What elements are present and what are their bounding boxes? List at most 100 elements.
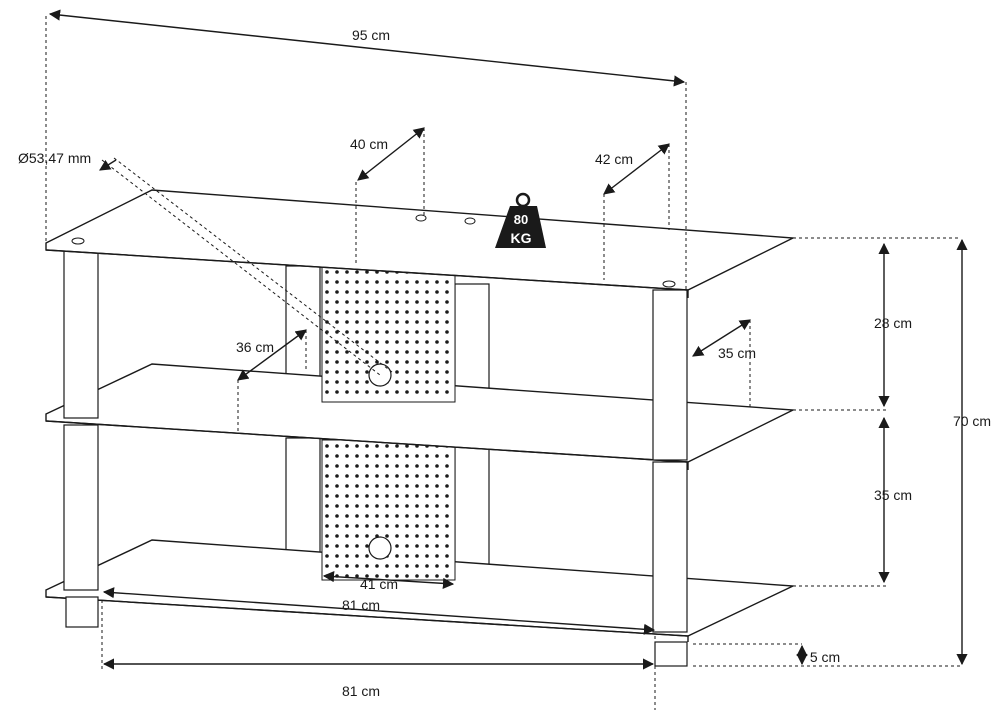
perforation-dot — [365, 544, 369, 548]
perforation-dot — [395, 320, 399, 324]
perforation-dot — [345, 330, 349, 334]
perforation-dot — [435, 464, 439, 468]
panel-width-label: 41 cm — [360, 576, 398, 592]
perforation-dot — [405, 300, 409, 304]
perforation-dot — [335, 534, 339, 538]
perforation-dot — [415, 524, 419, 528]
perforation-dot — [415, 494, 419, 498]
perforation-dot — [325, 484, 329, 488]
top-depth-label: 42 cm — [595, 151, 633, 167]
perforation-dot — [345, 534, 349, 538]
perforation-dot — [355, 290, 359, 294]
perforation-dot — [415, 380, 419, 384]
lower-perforated-panel — [321, 439, 456, 581]
perforation-dot — [325, 290, 329, 294]
perforation-dot — [445, 330, 449, 334]
perforation-dot — [345, 340, 349, 344]
perforation-dot — [405, 380, 409, 384]
lower-front-posts — [63, 424, 688, 633]
perforation-dot — [425, 310, 429, 314]
perforation-dot — [405, 320, 409, 324]
perforation-dot — [355, 484, 359, 488]
perforation-dot — [335, 454, 339, 458]
bottom-inner-width-label: 81 cm — [342, 597, 380, 613]
perforation-dot — [405, 280, 409, 284]
perforation-dot — [345, 390, 349, 394]
perforation-dot — [435, 554, 439, 558]
perforation-dot — [325, 370, 329, 374]
perforation-dot — [425, 390, 429, 394]
perforation-dot — [415, 474, 419, 478]
panel-offset-label: 40 cm — [350, 136, 388, 152]
perforation-dot — [445, 484, 449, 488]
perforation-dot — [435, 524, 439, 528]
perforation-dot — [385, 350, 389, 354]
perforation-dot — [375, 280, 379, 284]
perforation-dot — [435, 300, 439, 304]
perforation-dot — [435, 330, 439, 334]
perforation-dot — [345, 310, 349, 314]
perforation-dot — [435, 514, 439, 518]
perforation-dot — [415, 514, 419, 518]
perforation-dot — [415, 554, 419, 558]
perforation-dot — [385, 290, 389, 294]
perforation-dot — [375, 504, 379, 508]
perforation-dot — [365, 280, 369, 284]
perforation-dot — [395, 444, 399, 448]
perforation-dot — [375, 330, 379, 334]
perforation-dot — [325, 564, 329, 568]
perforation-dot — [335, 524, 339, 528]
perforation-dot — [405, 454, 409, 458]
perforation-dot — [405, 524, 409, 528]
perforation-dot — [335, 504, 339, 508]
perforation-dot — [425, 504, 429, 508]
perforation-dot — [325, 534, 329, 538]
perforation-dot — [395, 534, 399, 538]
upper-perforated-panel — [321, 265, 456, 403]
perforation-dot — [325, 380, 329, 384]
perforation-dot — [375, 474, 379, 478]
perforation-dot — [355, 544, 359, 548]
perforation-dot — [415, 390, 419, 394]
perforation-dot — [355, 494, 359, 498]
perforation-dot — [405, 534, 409, 538]
perforation-dot — [355, 310, 359, 314]
perforation-dot — [445, 370, 449, 374]
lower-back-posts — [285, 437, 490, 585]
perforation-dot — [435, 340, 439, 344]
perforation-dot — [365, 310, 369, 314]
perforation-dot — [375, 300, 379, 304]
perforation-dot — [405, 574, 409, 578]
perforation-dot — [375, 390, 379, 394]
perforation-dot — [445, 380, 449, 384]
perforation-dot — [365, 390, 369, 394]
shelf-screw-holes — [71, 214, 676, 288]
perforation-dot — [415, 574, 419, 578]
perforation-dot — [355, 524, 359, 528]
perforation-dot — [405, 494, 409, 498]
perforation-dot — [355, 534, 359, 538]
perforation-dot — [345, 474, 349, 478]
perforation-dot — [385, 524, 389, 528]
perforation-dot — [385, 514, 389, 518]
perforation-dot — [415, 564, 419, 568]
perforation-dot — [415, 350, 419, 354]
perforation-dot — [375, 444, 379, 448]
perforation-dot — [425, 564, 429, 568]
perforation-dot — [435, 360, 439, 364]
perforation-dot — [425, 574, 429, 578]
perforation-dot — [325, 444, 329, 448]
perforation-dot — [385, 444, 389, 448]
perforation-dot — [325, 280, 329, 284]
perforation-dot — [335, 280, 339, 284]
perforation-dot — [395, 370, 399, 374]
perforation-dot — [405, 444, 409, 448]
perforation-dot — [345, 370, 349, 374]
perforation-dot — [375, 290, 379, 294]
perforation-dot — [435, 310, 439, 314]
diameter-label: Ø53,47 mm — [18, 150, 91, 166]
perforation-dot — [435, 454, 439, 458]
bottom-width-label: 81 cm — [342, 683, 380, 699]
perforation-dot — [375, 484, 379, 488]
perforation-dot — [335, 320, 339, 324]
